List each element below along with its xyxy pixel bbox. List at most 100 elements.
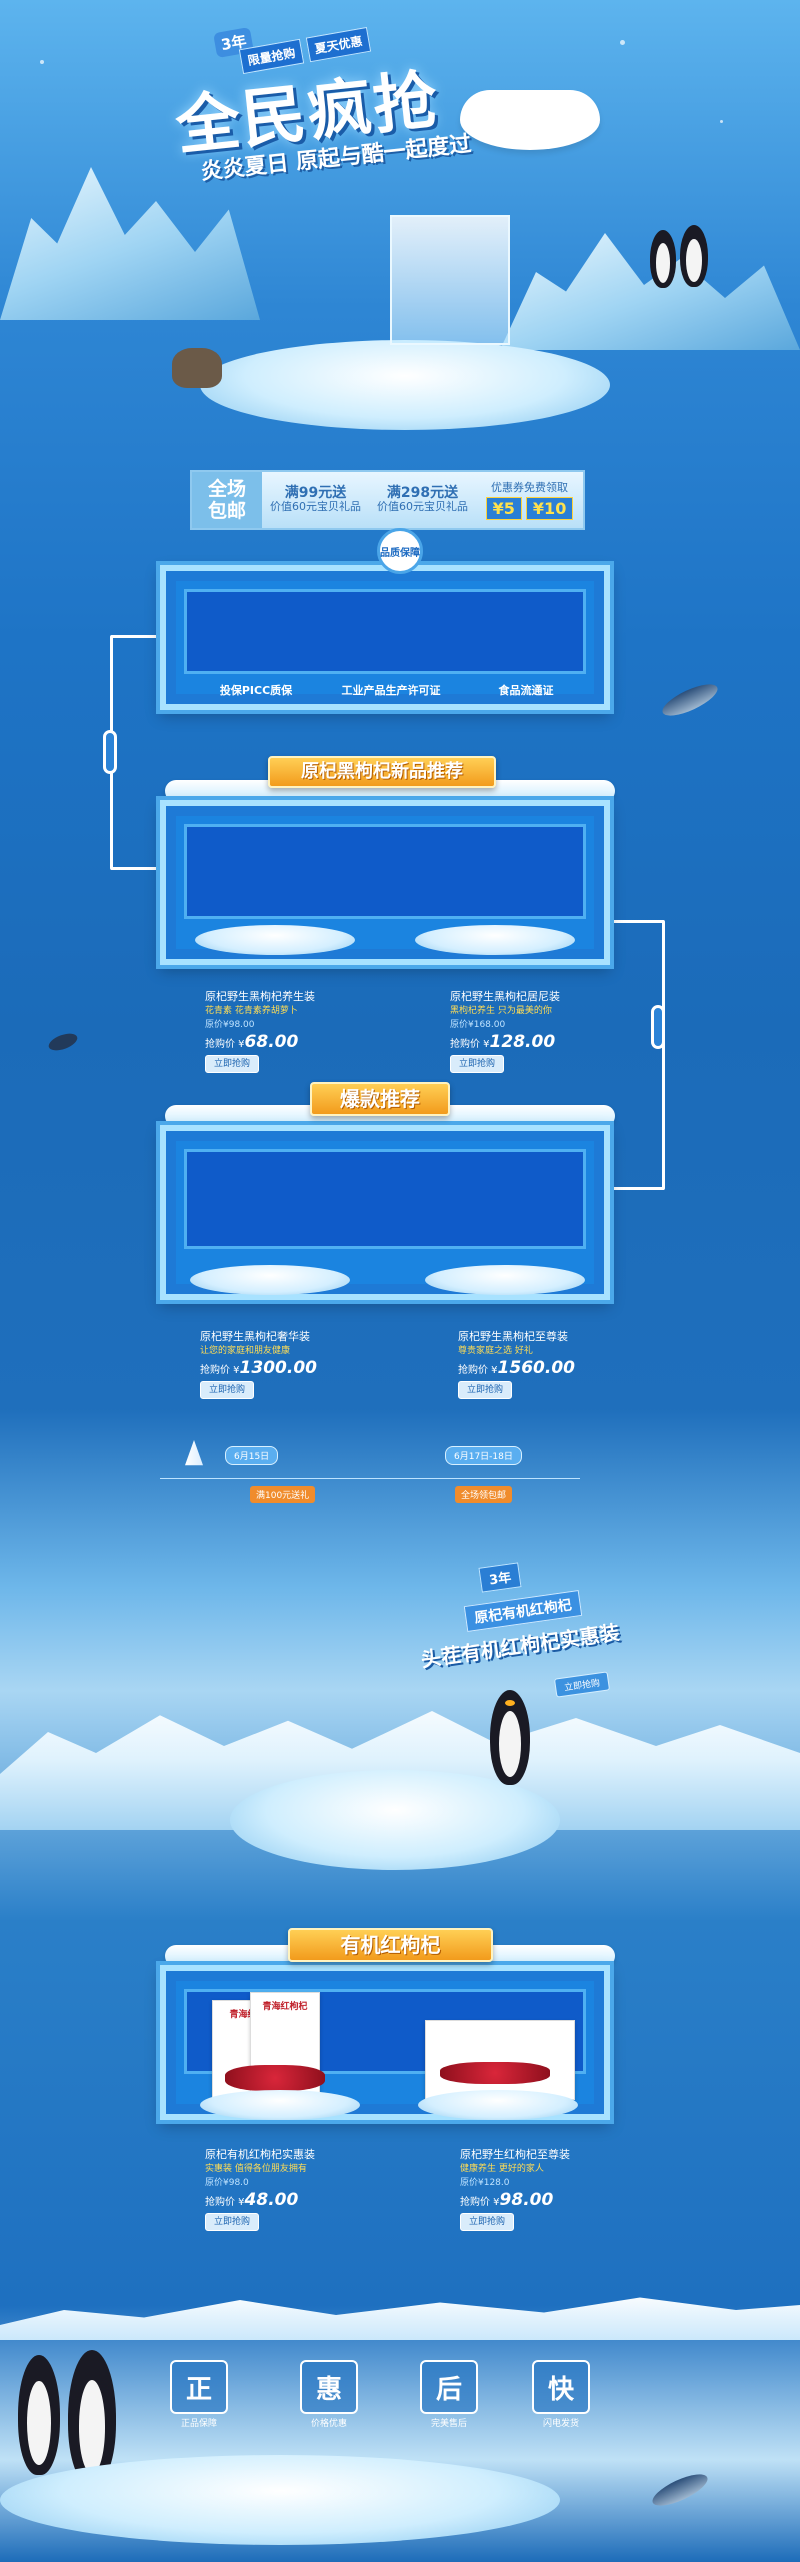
section3-banner: 有机红枸杞 (288, 1928, 493, 1962)
coupon-tier1[interactable]: 满99元送 价值60元宝贝礼品 (262, 486, 369, 514)
coupon-tier1-desc: 价值60元宝贝礼品 (270, 500, 361, 513)
sailboat-icon (185, 1440, 203, 1466)
snowflake (620, 40, 625, 45)
price-label: 抢购价 (205, 2197, 235, 2208)
product-price: 抢购价 ¥128.00 (450, 1032, 556, 1052)
section1-screen (184, 824, 586, 919)
product-pedestal (425, 1265, 585, 1295)
price-label: 抢购价 (200, 1365, 230, 1376)
timeline-tag: 满100元送礼 (250, 1486, 316, 1503)
guarantee-feature: 工业产品生产许可证 (341, 684, 441, 697)
product-price: 抢购价 ¥1560.00 (458, 1358, 575, 1378)
buy-button[interactable]: 立即抢购 (200, 1381, 255, 1399)
bottom-ice-floe (0, 2455, 560, 2545)
guarantee-caption: 完美售后 (430, 2419, 467, 2429)
penguin-icon (650, 230, 676, 288)
product-pedestal (418, 2090, 578, 2120)
product-card[interactable]: 原杞野生红枸杞至尊装 健康养生 更好的家人 原价¥128.0 抢购价 ¥98.0… (460, 2148, 610, 2231)
product-card[interactable]: 原杞有机红枸杞实惠装 实惠装 值得各位朋友拥有 原价¥98.0 抢购价 ¥48.… (205, 2148, 355, 2231)
product-old-price: 原价¥128.0 (460, 2178, 510, 2188)
product-card[interactable]: 原杞野生黑枸杞养生装 花青素 花青素养胡萝卜 原价¥98.00 抢购价 ¥68.… (205, 990, 355, 1073)
product-name: 原杞野生黑枸杞养生装 (205, 990, 315, 1003)
penguin-icon (68, 2350, 116, 2485)
guarantee-item: 后 完美售后 (420, 2360, 478, 2429)
product-tag: 健康养生 更好的家人 (460, 2164, 544, 2174)
guarantee-feature: 食品流通证 (498, 684, 554, 697)
pack-label: 青海红枸杞 (262, 2002, 308, 2012)
product-pedestal (190, 1265, 350, 1295)
snowflake (720, 120, 723, 123)
product-card[interactable]: 原杞野生黑枸杞居尼装 黑枸杞养生 只为最美的你 原价¥168.00 抢购价 ¥1… (450, 990, 600, 1073)
price-label: 抢购价 (450, 1039, 480, 1050)
coupon-ticket-5[interactable]: ¥5 (485, 496, 522, 520)
product-pedestal (415, 925, 575, 955)
seagull-icon (46, 1030, 80, 1054)
snowflake (40, 60, 44, 64)
coupon-tier2[interactable]: 满298元送 价值60元宝贝礼品 (369, 486, 476, 514)
snow-ledge (165, 1105, 615, 1127)
goji-berries (440, 2062, 550, 2084)
product-card[interactable]: 原杞野生黑枸杞奢华装 让您的家庭和朋友健康 抢购价 ¥1300.00 立即抢购 (200, 1330, 350, 1399)
product-name: 原杞野生红枸杞至尊装 (460, 2148, 570, 2161)
side-rail-left (110, 635, 160, 870)
guarantee-glyph: 快 (532, 2360, 590, 2414)
buy-button[interactable]: 立即抢购 (205, 1055, 260, 1073)
coupon-tier2-desc: 价值60元宝贝礼品 (377, 500, 468, 513)
penguin-icon (18, 2355, 60, 2475)
product-name: 原杞野生黑枸杞奢华装 (200, 1330, 310, 1343)
section2-banner: 爆款推荐 (310, 1082, 450, 1116)
coupon-ticket-10[interactable]: ¥10 (525, 496, 574, 520)
goji-berries (225, 2065, 325, 2091)
timeline-tag: 全场领包邮 (455, 1486, 513, 1503)
product-old-price: 原价¥168.00 (450, 1020, 506, 1030)
guarantee-caption: 正品保障 (180, 2419, 217, 2429)
price-label: 抢购价 (205, 1039, 235, 1050)
buy-button[interactable]: 立即抢购 (450, 1055, 505, 1073)
buy-button[interactable]: 立即抢购 (460, 2213, 515, 2231)
product-old-price: 原价¥98.0 (205, 2178, 249, 2188)
guarantee-glyph: 正 (170, 2360, 228, 2414)
product-name: 原杞有机红枸杞实惠装 (205, 2148, 315, 2161)
coupon-bar: 全场 包邮 满99元送 价值60元宝贝礼品 满298元送 价值60元宝贝礼品 优… (190, 470, 585, 530)
price-label: 抢购价 (460, 2197, 490, 2208)
squirrel-icon (172, 348, 222, 388)
price-value: 68.00 (244, 1032, 299, 1052)
product-tag: 尊贵家庭之选 好礼 (458, 1346, 533, 1356)
price-label: 抢购价 (458, 1365, 488, 1376)
product-price: 抢购价 ¥98.00 (460, 2190, 554, 2210)
buy-button[interactable]: 立即抢购 (205, 2213, 260, 2231)
rail-knob (103, 730, 117, 774)
price-value: 48.00 (244, 2190, 299, 2210)
dolphin-icon (658, 678, 722, 722)
iceberg-right (500, 233, 800, 350)
promo-small-tag: 3年 (478, 1562, 522, 1593)
buy-button[interactable]: 立即抢购 (458, 1381, 513, 1399)
promo-title: 头茬有机红枸杞实惠装 (419, 1620, 621, 1672)
product-price: 抢购价 ¥68.00 (205, 1032, 299, 1052)
guarantee-glyph: 后 (420, 2360, 478, 2414)
guarantee-item: 快 闪电发货 (532, 2360, 590, 2429)
product-old-price: 原价¥98.00 (205, 1020, 255, 1030)
timeline-date: 6月15日 (225, 1446, 279, 1465)
promo-button[interactable]: 立即抢购 (553, 1671, 611, 1698)
coupon-tier1-title: 满99元送 (284, 485, 347, 501)
penguin-icon (680, 225, 708, 287)
rail-knob (651, 1005, 665, 1049)
guarantee-item: 惠 价格优惠 (300, 2360, 358, 2429)
timeline-line (160, 1478, 580, 1479)
guarantee-item: 正 正品保障 (170, 2360, 228, 2429)
free-shipping-line: 全场 (207, 478, 246, 500)
product-tag: 黑枸杞养生 只为最美的你 (450, 1006, 552, 1016)
guarantee-screen (184, 589, 586, 674)
product-card[interactable]: 原杞野生黑枸杞至尊装 尊贵家庭之选 好礼 抢购价 ¥1560.00 立即抢购 (458, 1330, 608, 1399)
quality-badge: 品质保障 (377, 528, 423, 574)
product-name: 原杞野生黑枸杞居尼装 (450, 990, 560, 1003)
product-pedestal (195, 925, 355, 955)
section1-banner: 原杞黑枸杞新品推荐 (268, 756, 496, 788)
price-value: 128.00 (489, 1032, 556, 1052)
price-value: 98.00 (499, 2190, 554, 2210)
goji-box (425, 2020, 575, 2100)
coupon-tier2-title: 满298元送 (386, 485, 459, 501)
free-shipping-line: 包邮 (207, 500, 246, 522)
product-name: 原杞野生黑枸杞至尊装 (458, 1330, 568, 1343)
